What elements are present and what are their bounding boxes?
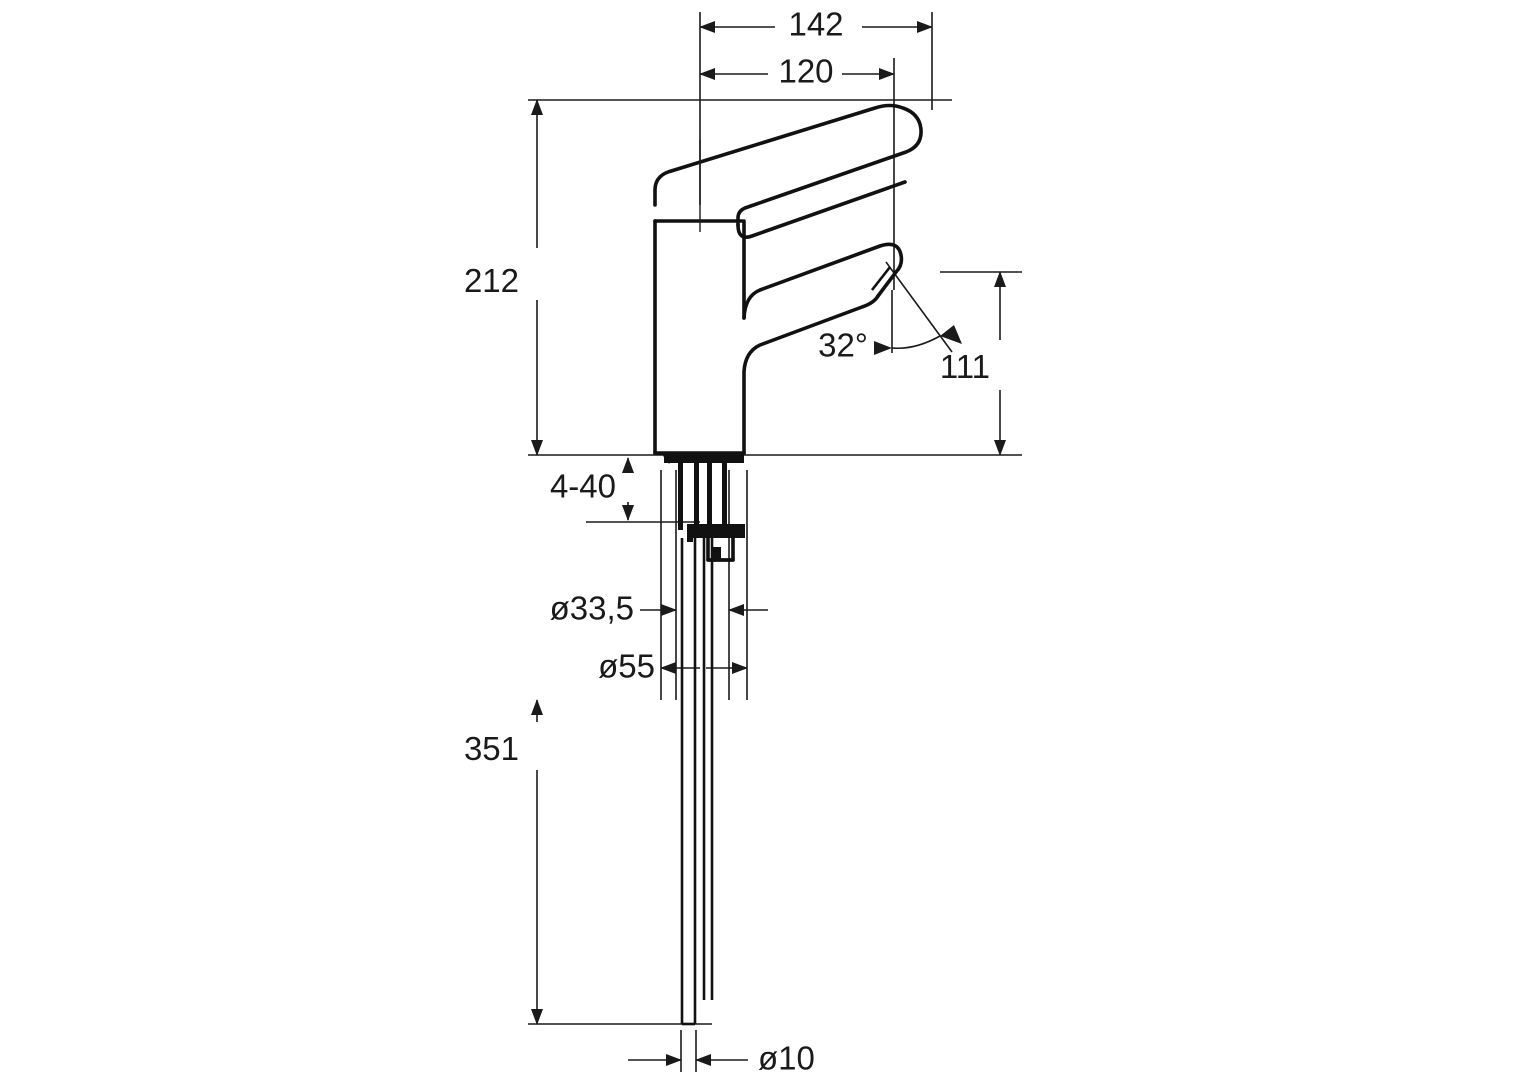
mounting-washer-lip-left bbox=[687, 524, 693, 542]
dimension-label-outlet-angle: 32° bbox=[818, 327, 868, 364]
dimension-label-tube-diameter: ø10 bbox=[758, 1040, 815, 1077]
dimension-111: 111 bbox=[940, 271, 1006, 456]
dimension-label-outlet-height: 111 bbox=[940, 348, 990, 385]
spout-upper-curve bbox=[742, 242, 904, 320]
shank-tube-inner-left bbox=[694, 462, 699, 530]
dimension-351: 351 bbox=[464, 699, 543, 1025]
dimension-label-overall-reach: 142 bbox=[788, 6, 843, 43]
dimension-shank-diameter: ø33,5 bbox=[550, 590, 768, 627]
shank-collar bbox=[664, 455, 744, 463]
shank-tube-inner-right bbox=[707, 462, 712, 530]
spout-lower-curve bbox=[742, 294, 880, 455]
faucet-outline bbox=[653, 103, 923, 1026]
dimension-120: 120 bbox=[699, 53, 895, 90]
aerator-face bbox=[876, 270, 898, 298]
extension-lines bbox=[528, 12, 1022, 1072]
dimension-base-diameter: ø55 bbox=[598, 648, 748, 685]
dimension-4-40: 4-40 bbox=[550, 457, 634, 521]
dimension-label-shank-diameter: ø33,5 bbox=[550, 590, 634, 627]
shank-tube-left bbox=[678, 462, 683, 530]
lever-handle-lower bbox=[736, 180, 907, 239]
lever-handle-upper bbox=[653, 103, 923, 227]
mounting-nut-slot bbox=[713, 547, 721, 560]
dimension-label-base-diameter: ø55 bbox=[598, 648, 655, 685]
dimension-label-deck-thickness: 4-40 bbox=[550, 468, 616, 505]
mounting-washer bbox=[687, 524, 745, 538]
dimension-outlet-angle: 32° bbox=[818, 261, 962, 364]
dimension-142: 142 bbox=[699, 6, 933, 43]
dimension-212: 212 bbox=[464, 99, 543, 456]
dimension-label-supply-length: 351 bbox=[464, 730, 519, 767]
dimension-label-body-height: 212 bbox=[464, 262, 519, 299]
dimension-tube-diameter: ø10 bbox=[628, 1040, 815, 1077]
dimension-label-spout-reach: 120 bbox=[778, 53, 833, 90]
aerator-inner-line bbox=[870, 266, 892, 291]
shank-collar-chamfer bbox=[662, 454, 672, 464]
shank-tube-right bbox=[722, 462, 727, 530]
